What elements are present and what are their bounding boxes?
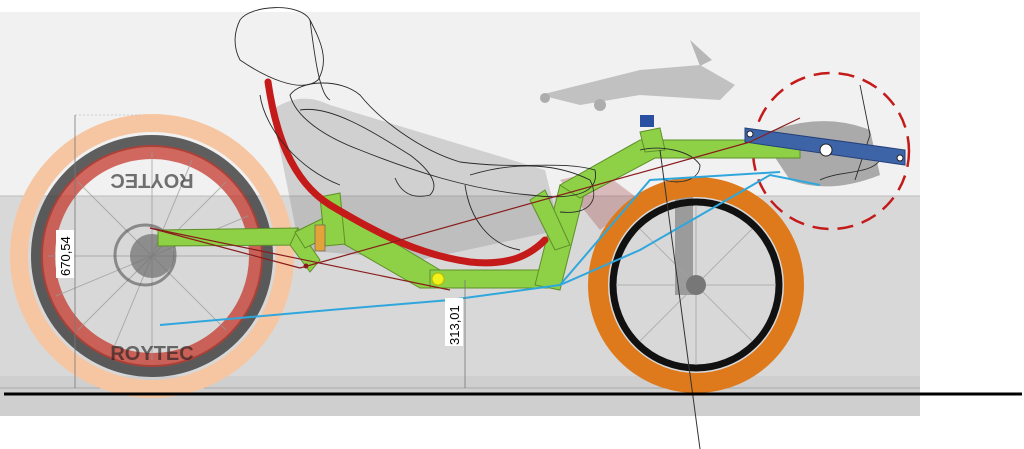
chain-line <box>159 171 821 326</box>
seat-height-label: 313,01 <box>447 305 462 345</box>
steering-axis-line <box>659 149 701 449</box>
rear-wheel-brand-bottom: ROYTEC <box>110 343 193 365</box>
seat-height-dimension: 313,01 <box>445 280 466 388</box>
shock-absorber <box>314 224 326 252</box>
brake-disc <box>113 223 177 287</box>
bottom-pivot-point <box>431 272 445 286</box>
crank-circle <box>751 71 911 231</box>
rear-height-label: 670,54 <box>58 236 73 276</box>
boom-end-pivot <box>746 130 754 138</box>
seat-tube <box>264 78 549 267</box>
rider-outline <box>234 7 881 251</box>
rear-height-dimension: 670,54 <box>56 114 140 388</box>
rear-wheel-brand-top: ROYTEC <box>110 169 193 191</box>
front-wheel-spokes <box>616 205 776 365</box>
rear-axle-point <box>303 263 309 269</box>
boom-pivot <box>819 143 833 157</box>
stem-cap <box>640 115 654 127</box>
front-hub <box>686 275 706 295</box>
front-wheel <box>588 177 804 393</box>
boom-front-pivot <box>896 154 904 162</box>
geometry-lines <box>149 117 801 291</box>
